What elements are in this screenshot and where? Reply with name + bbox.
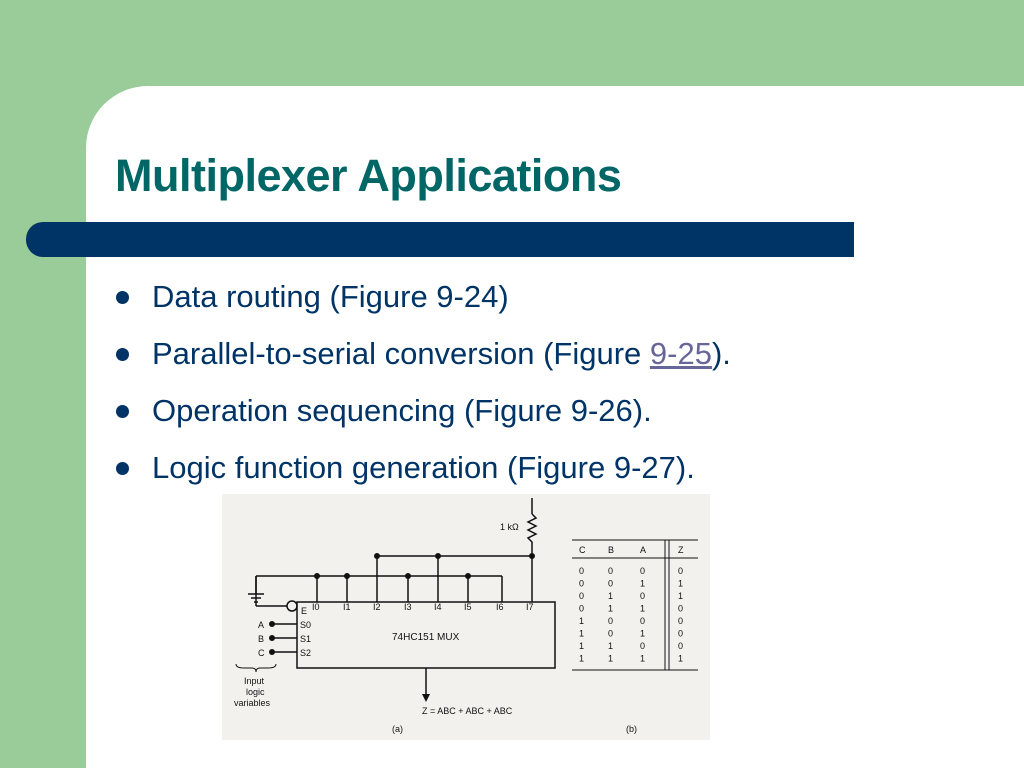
figure-link[interactable]: 9-25 — [649, 336, 712, 371]
truth-table-cell: 0 — [608, 566, 613, 576]
truth-table-cell: 1 — [640, 654, 645, 664]
input-pin-label: I6 — [496, 602, 504, 612]
mux-circuit-diagram: 1 kΩ — [234, 498, 698, 734]
chip-label: 74HC151 MUX — [392, 632, 460, 643]
select-pin-label: S1 — [300, 634, 311, 644]
truth-table-cell: 1 — [640, 604, 645, 614]
truth-table-cell: 1 — [608, 604, 613, 614]
bullet-dot-icon — [116, 462, 129, 475]
truth-table-cell: 0 — [579, 566, 584, 576]
truth-table-cell: 0 — [678, 641, 683, 651]
bullet-text: Parallel-to-serial conversion (Figure — [152, 336, 650, 371]
resistor-label: 1 kΩ — [500, 522, 519, 532]
bullet-text: Logic function generation (Figure 9-27). — [152, 450, 695, 485]
bullet-dot-icon — [116, 405, 129, 418]
truth-table-cell: 1 — [579, 641, 584, 651]
enable-pin-label: E — [301, 606, 307, 616]
input-pin-label: I0 — [312, 602, 320, 612]
input-pin-label: I7 — [526, 602, 534, 612]
bullet-dot-icon — [116, 291, 129, 304]
truth-table-cell: 1 — [579, 629, 584, 639]
input-variable-label: A — [258, 620, 264, 630]
truth-table-cell: 0 — [579, 604, 584, 614]
truth-table-cell: 1 — [640, 629, 645, 639]
input-pin-label: I2 — [373, 602, 381, 612]
truth-table-cell: 1 — [678, 654, 683, 664]
input-caption-line: variables — [234, 698, 271, 708]
truth-table-cell: 0 — [678, 604, 683, 614]
mux-figure-image: 1 kΩ — [222, 494, 710, 740]
truth-table-cell: 1 — [678, 591, 683, 601]
truth-table-cell: 1 — [579, 654, 584, 664]
truth-table-cell: 1 — [608, 641, 613, 651]
select-pin-label: S0 — [300, 620, 311, 630]
truth-table-cell: 1 — [579, 616, 584, 626]
truth-table-cell: 0 — [608, 579, 613, 589]
bullet-dot-icon — [116, 348, 129, 361]
figure-caption-b: (b) — [626, 724, 637, 734]
truth-table-cell: 0 — [640, 591, 645, 601]
truth-table-cell: 1 — [640, 579, 645, 589]
resistor-icon — [526, 513, 538, 556]
truth-table-cell: 0 — [678, 629, 683, 639]
truth-table-cell: 0 — [608, 616, 613, 626]
select-pin-label: S2 — [300, 648, 311, 658]
input-pin-label: I1 — [343, 602, 351, 612]
output-expression: Z = ABC + ABC + ABC — [422, 706, 513, 716]
input-caption-line: Input — [244, 676, 265, 686]
truth-table-cell: 1 — [678, 579, 683, 589]
input-pin-label: I3 — [404, 602, 412, 612]
bullet-item: Logic function generation (Figure 9-27). — [110, 447, 731, 504]
truth-table: C B A Z 0 0 0 0 0 0 1 1 0 1 0 1 0 1 1 0 1 0 0 0 1 0 1 0 1 1 0 0 1 1 1 1 — [572, 539, 698, 671]
truth-table-header: B — [608, 545, 614, 555]
bullet-item: Operation sequencing (Figure 9-26). — [110, 390, 731, 447]
output-arrow-icon — [422, 694, 430, 702]
truth-table-cell: 0 — [678, 616, 683, 626]
enable-bubble-icon — [286, 600, 298, 612]
truth-table-header: C — [579, 545, 586, 555]
input-pin-label: I5 — [464, 602, 472, 612]
truth-table-header: Z — [678, 545, 684, 555]
truth-table-cell: 0 — [640, 641, 645, 651]
truth-table-cell: 0 — [579, 591, 584, 601]
bullet-item: Data routing (Figure 9-24) — [110, 276, 731, 333]
truth-table-cell: 1 — [608, 591, 613, 601]
bullet-text-suffix: ). — [711, 336, 731, 371]
input-pin-label: I4 — [434, 602, 442, 612]
figure-caption-a: (a) — [392, 724, 403, 734]
truth-table-cell: 0 — [608, 629, 613, 639]
bullet-item: Parallel-to-serial conversion (Figure 9-… — [110, 333, 731, 390]
input-variable-label: C — [258, 648, 265, 658]
truth-table-header: A — [640, 545, 646, 555]
truth-table-cell: 0 — [579, 579, 584, 589]
bullet-list: Data routing (Figure 9-24) Parallel-to-s… — [110, 276, 731, 504]
input-caption-line: logic — [246, 687, 265, 697]
truth-table-cell: 1 — [608, 654, 613, 664]
slide-title: Multiplexer Applications — [115, 150, 622, 201]
input-variable-label: B — [258, 634, 264, 644]
bullet-text: Operation sequencing (Figure 9-26). — [152, 393, 652, 428]
truth-table-cell: 0 — [678, 566, 683, 576]
title-underline-bar — [26, 222, 854, 257]
truth-table-cell: 0 — [640, 616, 645, 626]
truth-table-cell: 0 — [640, 566, 645, 576]
bullet-text: Data routing (Figure 9-24) — [152, 279, 509, 314]
